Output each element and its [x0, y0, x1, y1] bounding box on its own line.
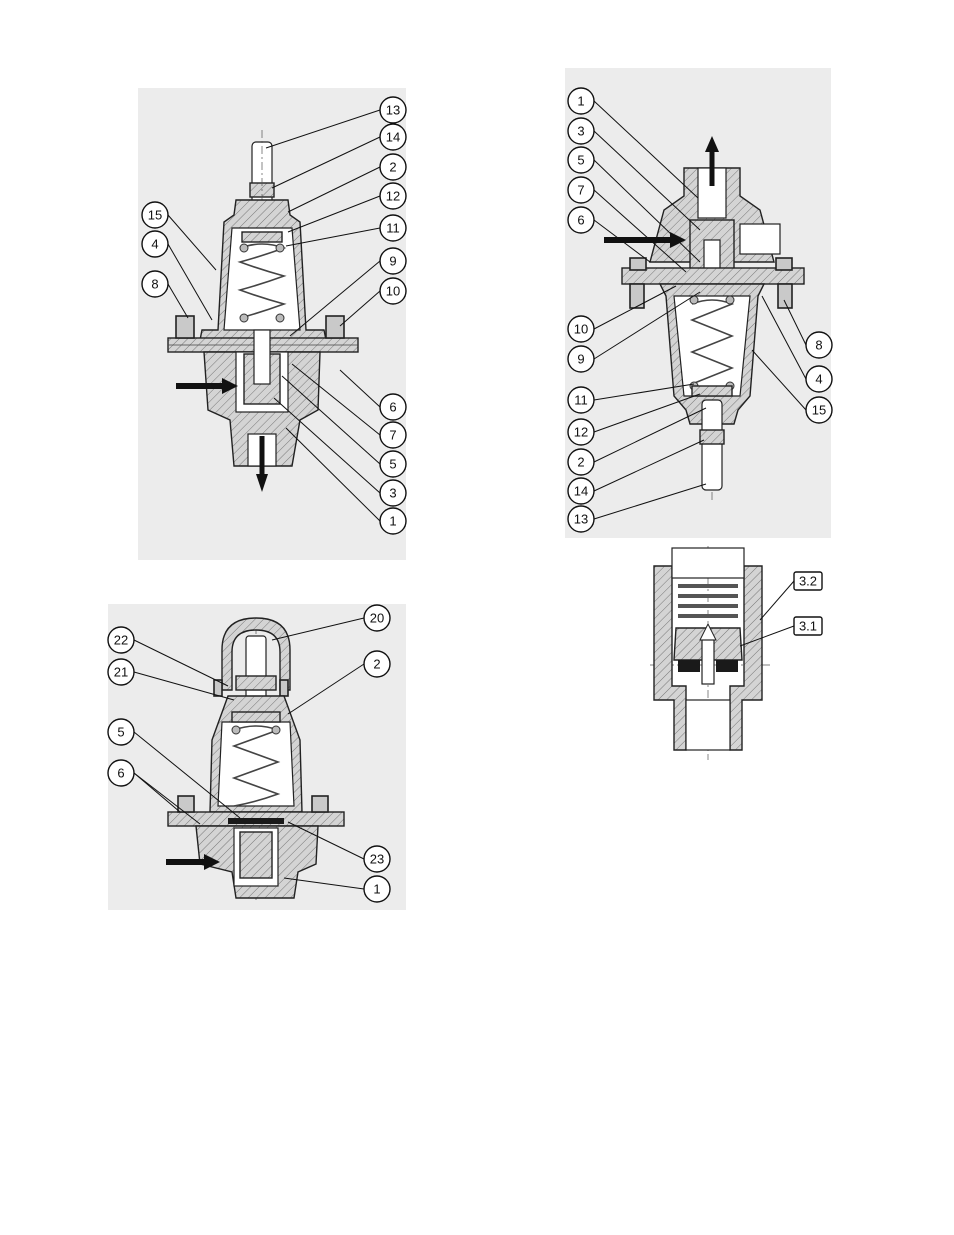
- callout-15: 15: [806, 397, 832, 423]
- callout-7: 7: [568, 177, 594, 203]
- svg-text:5: 5: [389, 457, 396, 472]
- svg-text:21: 21: [114, 665, 128, 680]
- svg-text:3.2: 3.2: [799, 574, 817, 589]
- svg-text:13: 13: [574, 512, 588, 527]
- cartridge-drawing-bottom-right: [650, 546, 770, 760]
- svg-text:15: 15: [148, 208, 162, 223]
- svg-text:23: 23: [370, 852, 384, 867]
- callout-11: 11: [380, 215, 406, 241]
- callout-10: 10: [568, 316, 594, 342]
- svg-text:1: 1: [373, 882, 380, 897]
- callout-6: 6: [108, 760, 134, 786]
- svg-text:4: 4: [815, 372, 822, 387]
- callout-8: 8: [142, 271, 168, 297]
- svg-text:4: 4: [151, 237, 158, 252]
- callout-2: 2: [380, 154, 406, 180]
- svg-text:3.1: 3.1: [799, 619, 817, 634]
- callout-3: 3: [380, 480, 406, 506]
- callout-6: 6: [568, 207, 594, 233]
- callout-13: 13: [568, 506, 594, 532]
- callout-23: 23: [364, 846, 390, 872]
- callout-5: 5: [568, 147, 594, 173]
- callout-14: 14: [568, 478, 594, 504]
- svg-text:5: 5: [577, 153, 584, 168]
- callout-11: 11: [568, 387, 594, 413]
- svg-text:2: 2: [373, 657, 380, 672]
- callout-14: 14: [380, 124, 406, 150]
- svg-text:5: 5: [117, 725, 124, 740]
- callout-15: 15: [142, 202, 168, 228]
- svg-text:3: 3: [577, 124, 584, 139]
- callout-1: 1: [380, 508, 406, 534]
- svg-text:12: 12: [386, 189, 400, 204]
- callout-5: 5: [108, 719, 134, 745]
- svg-text:8: 8: [151, 277, 158, 292]
- callout-1: 1: [568, 88, 594, 114]
- svg-text:11: 11: [386, 221, 400, 236]
- valve-drawing-top-left: [168, 130, 358, 492]
- svg-text:22: 22: [114, 633, 128, 648]
- callout-1: 1: [364, 876, 390, 902]
- callout-22: 22: [108, 627, 134, 653]
- callout-4: 4: [142, 231, 168, 257]
- svg-text:10: 10: [386, 284, 400, 299]
- callout-12: 12: [380, 183, 406, 209]
- svg-text:10: 10: [574, 322, 588, 337]
- svg-text:6: 6: [389, 400, 396, 415]
- callout-3-2: 3.2: [794, 572, 822, 590]
- svg-text:8: 8: [815, 338, 822, 353]
- callout-3-1: 3.1: [794, 617, 822, 635]
- svg-text:3: 3: [389, 486, 396, 501]
- callout-5: 5: [380, 451, 406, 477]
- svg-text:1: 1: [577, 94, 584, 109]
- callout-10: 10: [380, 278, 406, 304]
- svg-text:6: 6: [577, 213, 584, 228]
- svg-text:9: 9: [577, 352, 584, 367]
- callout-7: 7: [380, 422, 406, 448]
- svg-text:7: 7: [577, 183, 584, 198]
- callout-2: 2: [364, 651, 390, 677]
- callout-12: 12: [568, 419, 594, 445]
- svg-text:2: 2: [577, 455, 584, 470]
- callout-9: 9: [568, 346, 594, 372]
- callout-4: 4: [806, 366, 832, 392]
- svg-text:15: 15: [812, 403, 826, 418]
- callout-20: 20: [364, 605, 390, 631]
- svg-text:7: 7: [389, 428, 396, 443]
- svg-text:1: 1: [389, 514, 396, 529]
- valve-drawing-bottom-left: [166, 618, 344, 900]
- svg-text:6: 6: [117, 766, 124, 781]
- callout-2: 2: [568, 449, 594, 475]
- svg-text:14: 14: [386, 130, 400, 145]
- callout-6: 6: [380, 394, 406, 420]
- svg-text:20: 20: [370, 611, 384, 626]
- callout-8: 8: [806, 332, 832, 358]
- svg-text:12: 12: [574, 425, 588, 440]
- svg-text:13: 13: [386, 103, 400, 118]
- callout-13: 13: [380, 97, 406, 123]
- callout-3: 3: [568, 118, 594, 144]
- callout-21: 21: [108, 659, 134, 685]
- svg-text:2: 2: [389, 160, 396, 175]
- svg-text:9: 9: [389, 254, 396, 269]
- svg-text:11: 11: [574, 393, 588, 408]
- callout-9: 9: [380, 248, 406, 274]
- svg-text:14: 14: [574, 484, 588, 499]
